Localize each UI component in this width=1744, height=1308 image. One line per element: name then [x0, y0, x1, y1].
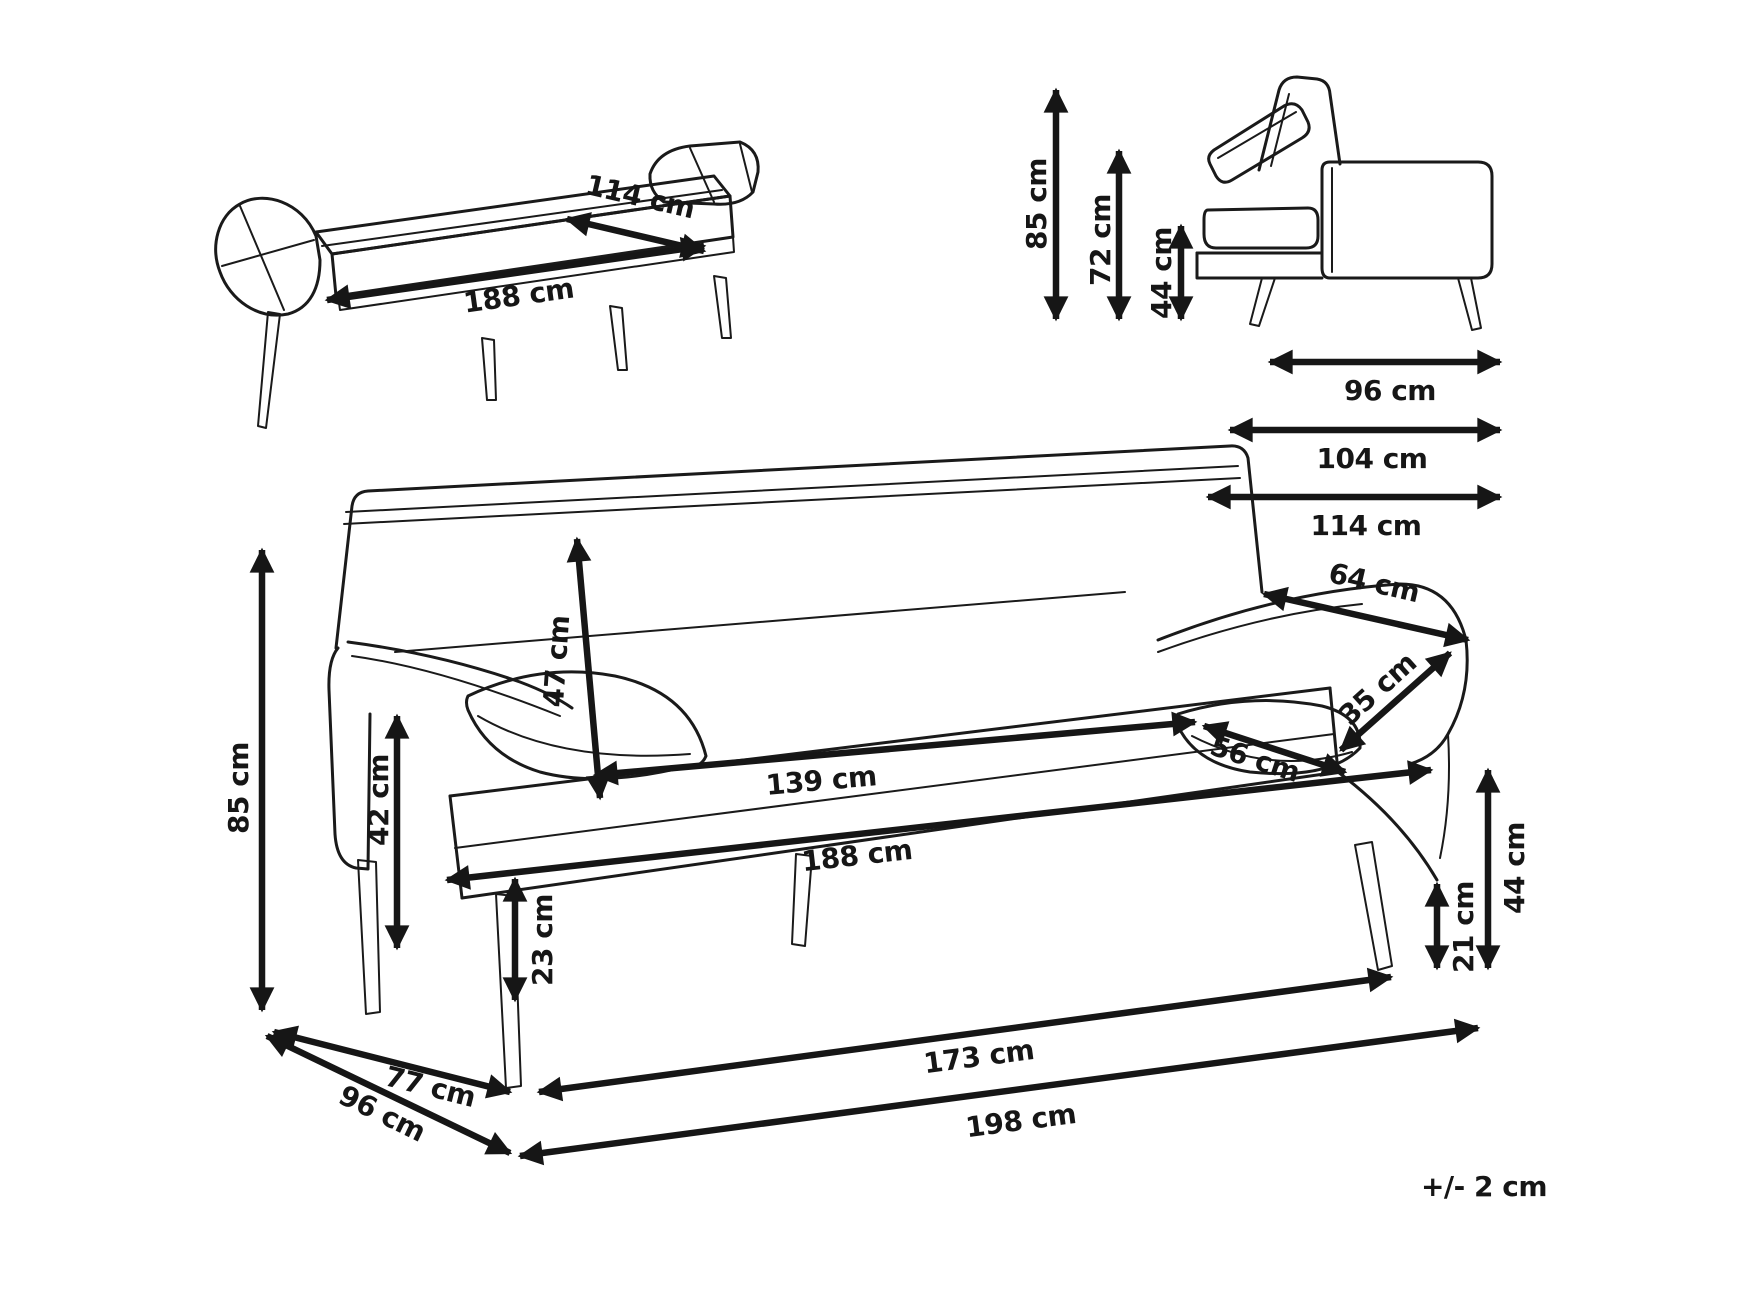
left-cushion-fold-2: [221, 239, 315, 267]
dim-label-side-height-folded: 72 cm: [1084, 194, 1117, 286]
seat-platform-bottom: [1195, 251, 1324, 280]
dim-label-front-height-total: 85 cm: [222, 742, 255, 834]
right-cushion-fold-2: [689, 147, 715, 203]
dim-arrow-front-armrest-diag: [1201, 721, 1348, 777]
dim-arrow-front-depth-total: [264, 1033, 513, 1156]
dim-arrow-front-armrest-top: [1261, 586, 1471, 648]
backrest-upright: [1257, 75, 1342, 172]
bed-leg: [713, 275, 732, 339]
dim-arrow-front-width-floor: [517, 1018, 1481, 1166]
tolerance-note: +/- 2 cm: [1421, 1170, 1547, 1203]
dim-label-bed-width: 114 cm: [582, 168, 698, 225]
dim-arrow-front-backrest-height: [566, 536, 611, 801]
bed-right-armrest-cushion: [648, 140, 760, 206]
side-leg-rear: [1249, 277, 1276, 327]
dim-label-side-depth-legs: 96 cm: [1344, 374, 1436, 407]
bed-leg: [257, 311, 281, 429]
backrest-flat: [1202, 206, 1320, 250]
bed-leg: [609, 305, 628, 371]
side-legs: [1249, 277, 1482, 331]
left-arm-top-roll: [346, 640, 574, 710]
left-cushion-fold-1: [239, 205, 285, 311]
dim-label-front-seat-height: 44 cm: [1498, 822, 1531, 914]
left-arm-pillow: [465, 670, 708, 781]
backrest-piping-1: [345, 465, 1239, 513]
front-leg-rear-left: [357, 859, 381, 1015]
dim-label-side-depth-total: 114 cm: [1311, 509, 1422, 542]
dim-arrow-front-width-total: [444, 760, 1434, 890]
mattress-seam: [321, 189, 723, 247]
seat-base-right-corner: [1336, 770, 1439, 882]
right-cushion-outline: [648, 140, 760, 206]
front-right-armrest: [1156, 582, 1469, 859]
side-leg-front: [1457, 277, 1482, 331]
dim-label-front-armrest-top: 64 cm: [1326, 556, 1423, 609]
side-arm-box: [1195, 160, 1494, 280]
dim-label-front-frame-height: 23 cm: [526, 894, 559, 986]
seat-front-top-edge: [448, 686, 1332, 798]
seat-right-cap: [1328, 686, 1340, 774]
side-view: 85 cm 72 cm 44 cm 96 cm 104 cm 114 cm: [1020, 75, 1503, 542]
dim-arrow-front-armrest-side: [1338, 650, 1453, 753]
bed-leg: [481, 337, 497, 401]
left-arm-pillow-piping: [477, 715, 691, 757]
backrest-mid-recline: [1207, 102, 1311, 184]
dim-label-front-armrest-diag: 56 cm: [1206, 729, 1304, 789]
dim-arrow-bed-length: [324, 236, 707, 310]
right-cushion-fold-1: [739, 143, 753, 193]
dim-arrow-front-seat-width: [592, 711, 1198, 786]
arm-box-outline: [1320, 160, 1494, 280]
backrest-outline: [334, 444, 1264, 650]
bed-left-armrest-cushion: [214, 196, 322, 317]
front-leg-front-right: [1354, 841, 1393, 971]
front-view: 85 cm 42 cm 47 cm 139 cm 188 cm 56 cm 35…: [222, 444, 1531, 1166]
dim-label-side-height-total: 85 cm: [1020, 158, 1053, 250]
bed-view: 114 cm 188 cm: [214, 140, 760, 429]
dim-label-front-width-floor: 198 cm: [964, 1097, 1078, 1144]
dim-label-front-backrest-height: 47 cm: [537, 614, 576, 708]
left-cushion-outline: [214, 196, 322, 317]
dim-label-front-armrest-height: 42 cm: [362, 754, 395, 846]
left-arm-top-roll-piping: [351, 655, 561, 717]
left-arm-outer-panel: [327, 646, 372, 871]
front-backrest: [334, 444, 1264, 653]
backrest-seam: [394, 591, 1126, 653]
backrest-mid-piping: [1217, 111, 1297, 159]
side-backrest-positions: [1202, 75, 1342, 250]
backrest-piping-2: [343, 477, 1241, 525]
right-arm-outer-corner: [1408, 638, 1469, 766]
dim-label-side-height-seat: 44 cm: [1145, 227, 1178, 319]
right-arm-outer-panel: [1439, 733, 1450, 859]
dim-label-front-clearance: 21 cm: [1447, 881, 1480, 973]
dim-label-side-depth-body: 104 cm: [1317, 442, 1428, 475]
